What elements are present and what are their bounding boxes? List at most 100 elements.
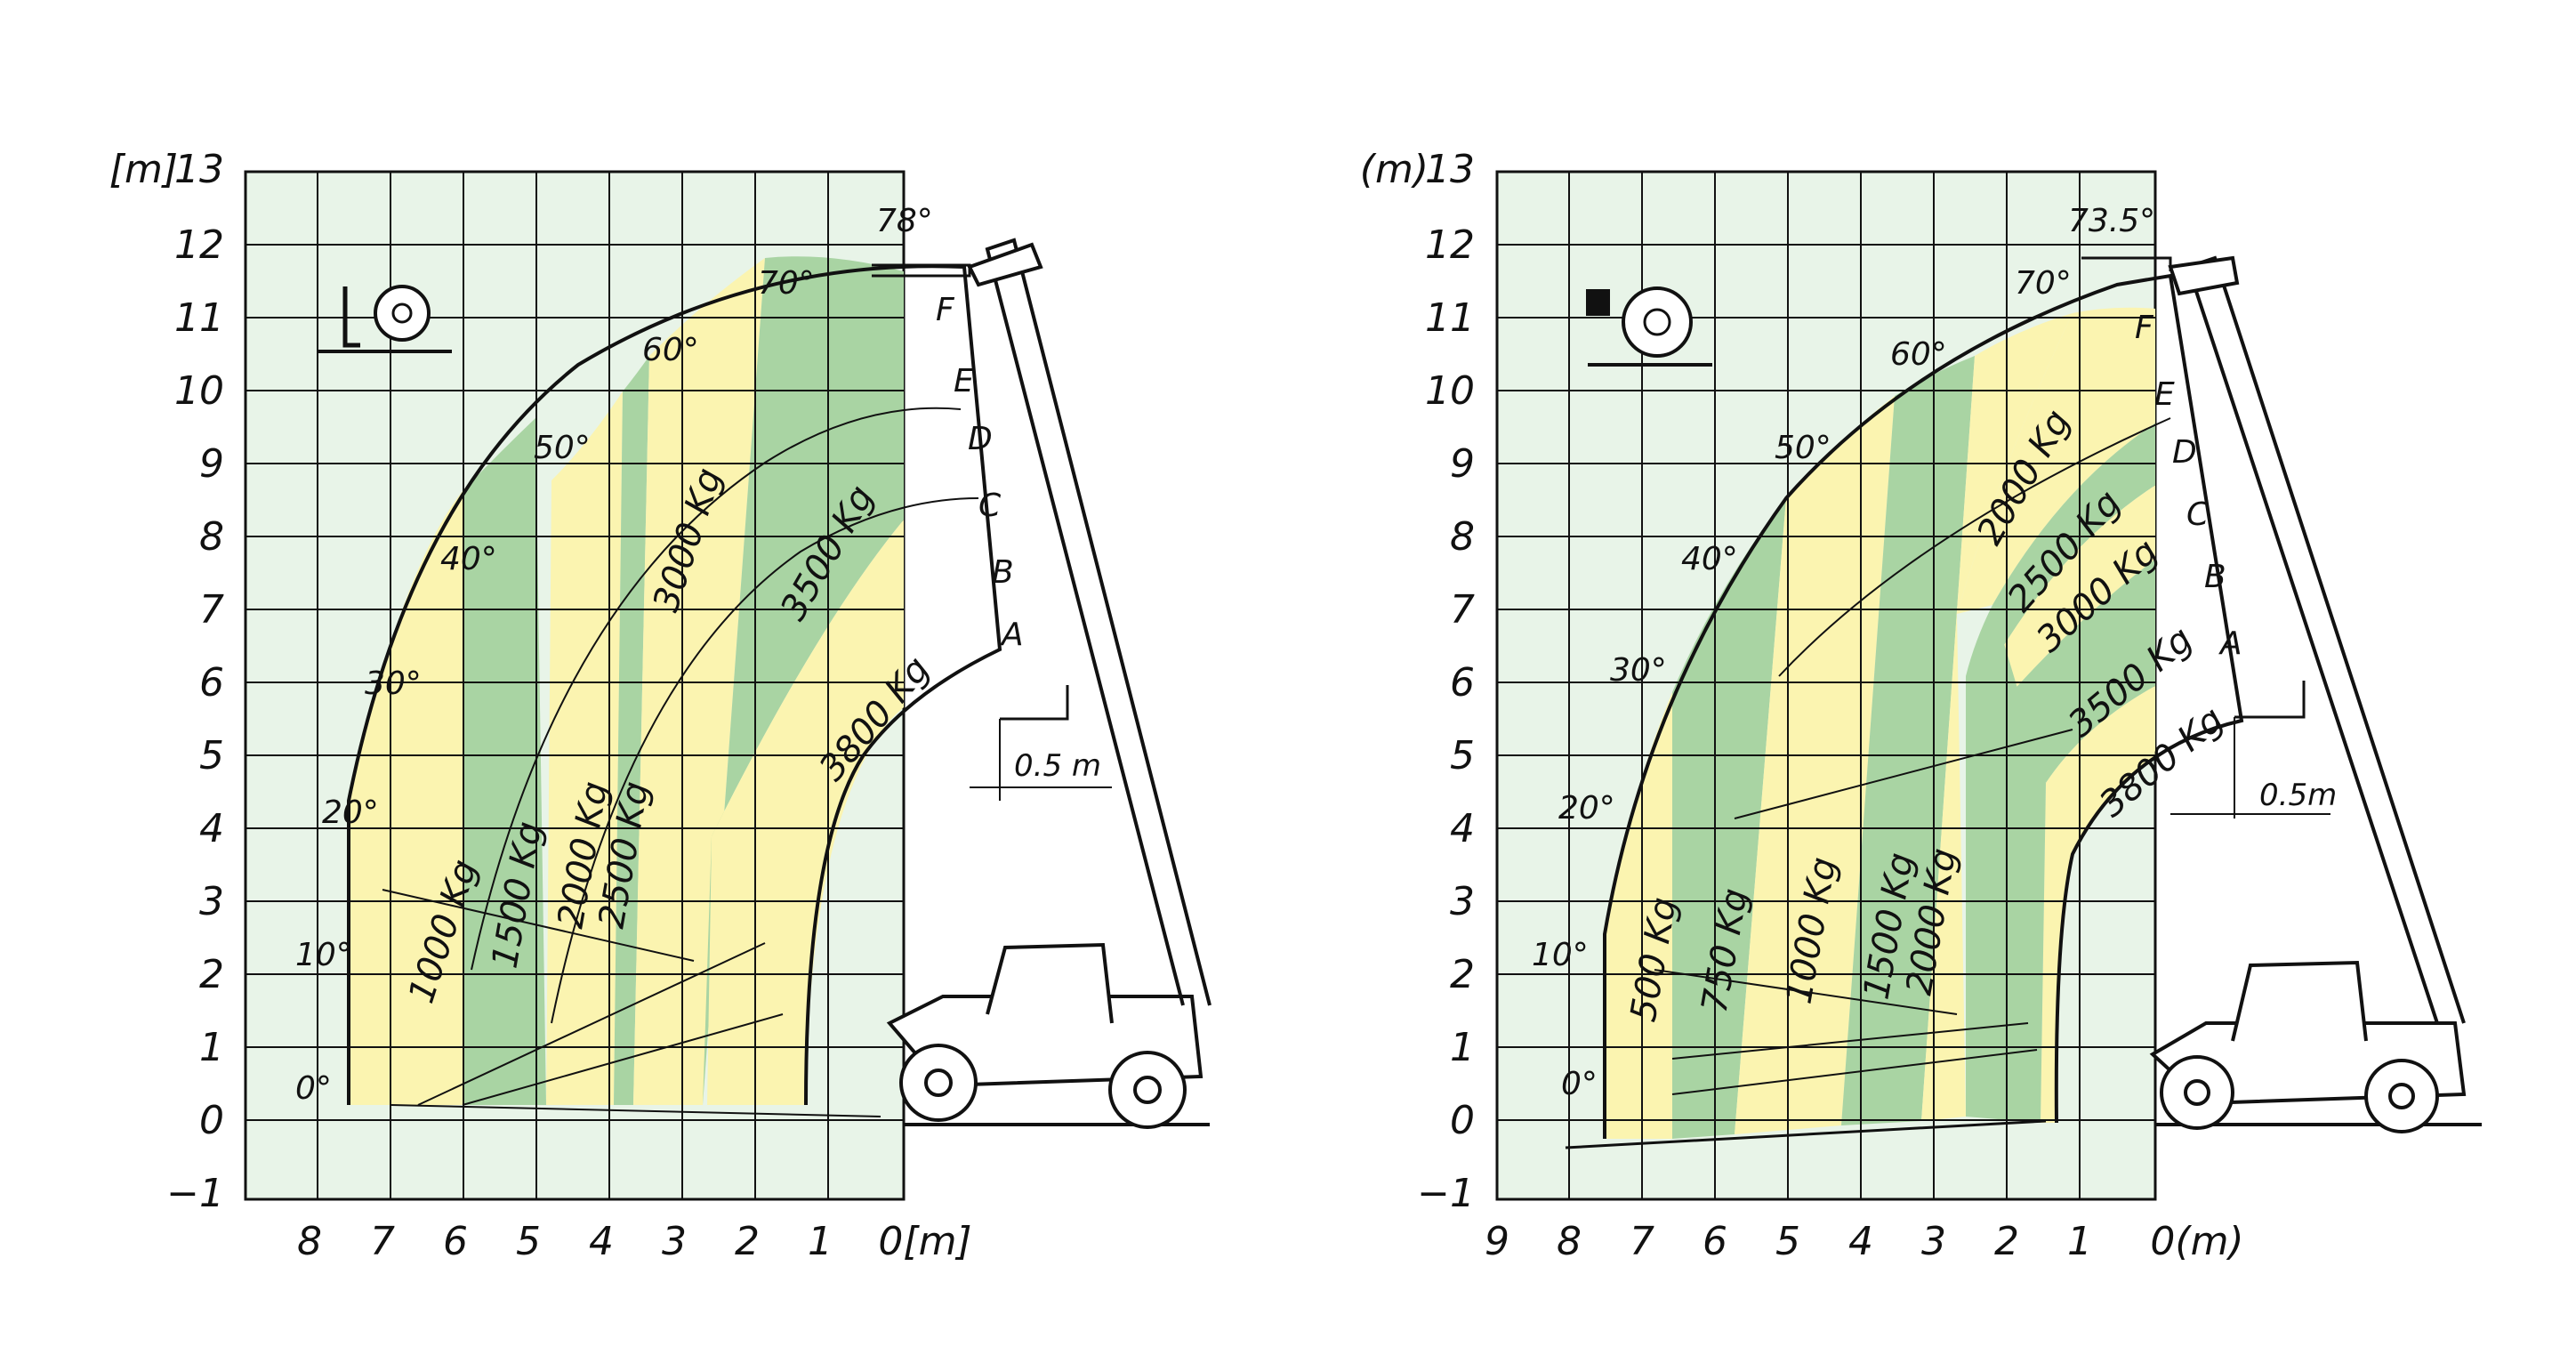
right-chart-y-ticks-4: 9 bbox=[1450, 441, 1475, 487]
left-y-axis-ticks: [m] 13 12 11 10 9 8 7 6 5 4 3 2 1 0 −1 bbox=[109, 147, 224, 1216]
right-zone-750 bbox=[1672, 498, 1786, 1139]
left-chart-extension-labels-0: A bbox=[1000, 617, 1024, 653]
left-envelope bbox=[347, 264, 1002, 1117]
left-chart-y-ticks-12: 1 bbox=[199, 1025, 224, 1070]
left-chart-x-ticks-7: 1 bbox=[808, 1219, 833, 1264]
left-chart-extension-labels-2: C bbox=[978, 488, 1002, 524]
right-y-axis-ticks: (m) 13 12 11 10 9 8 7 6 5 4 3 2 1 0 −1 bbox=[1360, 147, 1475, 1216]
right-chart-x-ticks-2: 7 bbox=[1630, 1219, 1654, 1264]
right-telehandler-drawing bbox=[2081, 255, 2482, 1133]
right-grid-lines bbox=[1497, 172, 2155, 1199]
right-chart-extension-labels-5: F bbox=[2135, 310, 2154, 346]
right-zone-500 bbox=[1605, 692, 1672, 1139]
right-chart-y-ticks-10: 3 bbox=[1450, 879, 1475, 924]
right-angle-labels: 0° 10° 20° 30° 40° 50° 60° 70° 73.5° bbox=[1532, 203, 2155, 1102]
right-chart-angle-labels-4: 40° bbox=[1681, 541, 1738, 577]
right-y-unit: (m) bbox=[1360, 147, 1429, 192]
right-chart-y-ticks-11: 2 bbox=[1450, 952, 1475, 997]
right-x-unit: 0(m) bbox=[2150, 1219, 2243, 1264]
left-chart-angle-labels-5: 50° bbox=[534, 430, 591, 466]
right-chart-extension-labels-1: B bbox=[2204, 559, 2226, 595]
right-chart-angle-labels-8: 73.5° bbox=[2068, 203, 2155, 239]
right-zone-3500 bbox=[2010, 559, 2155, 783]
right-chart-y-ticks-0: 13 bbox=[1425, 147, 1475, 192]
right-chart-y-ticks-2: 11 bbox=[1425, 295, 1475, 341]
right-load-chart: (m) 13 12 11 10 9 8 7 6 5 4 3 2 1 0 −1 9… bbox=[1360, 147, 2482, 1264]
left-chart-y-ticks-11: 2 bbox=[199, 952, 224, 997]
left-chart-y-ticks-1: 12 bbox=[174, 222, 224, 268]
left-chart-y-ticks-8: 5 bbox=[199, 733, 224, 778]
right-chart-y-ticks-12: 1 bbox=[1450, 1025, 1475, 1070]
left-chart-y-ticks-0: 13 bbox=[174, 147, 224, 192]
left-zone-1000 bbox=[349, 491, 466, 1105]
left-load-zones bbox=[349, 256, 904, 1105]
right-zone-1500 bbox=[1841, 356, 1975, 1125]
left-chart-x-ticks-6: 2 bbox=[735, 1219, 760, 1264]
right-chart-x-ticks-6: 3 bbox=[1921, 1219, 1946, 1264]
right-chart-y-ticks-14: −1 bbox=[1417, 1171, 1475, 1216]
left-chart-extension-labels-5: F bbox=[936, 292, 955, 328]
left-extension-labels: A B C D E F bbox=[936, 292, 1024, 653]
left-chart-angle-labels-6: 60° bbox=[642, 332, 699, 368]
right-zone-1000 bbox=[1735, 396, 1895, 1134]
right-chart-x-ticks-7: 2 bbox=[1994, 1219, 2019, 1264]
right-zone-2000a bbox=[1921, 313, 2073, 1121]
left-chart-angle-labels-0: 0° bbox=[295, 1070, 332, 1107]
left-chart-x-ticks-0: 8 bbox=[297, 1219, 322, 1264]
right-chart-angle-labels-2: 20° bbox=[1558, 790, 1615, 827]
left-chart-angle-labels-3: 30° bbox=[365, 665, 422, 702]
left-chart-extension-labels-3: D bbox=[968, 421, 993, 457]
right-chart-x-ticks-0: 9 bbox=[1485, 1219, 1509, 1264]
left-zone-2000 bbox=[546, 391, 623, 1105]
right-chart-angle-labels-1: 10° bbox=[1532, 937, 1589, 973]
left-angle-labels: 0° 10° 20° 30° 40° 50° 60° 70° 78° bbox=[295, 203, 933, 1107]
left-chart-angle-labels-4: 40° bbox=[440, 541, 497, 577]
left-chart-y-ticks-13: 0 bbox=[199, 1098, 224, 1143]
left-chart-y-ticks-14: −1 bbox=[166, 1171, 224, 1216]
right-chart-x-ticks-4: 5 bbox=[1775, 1219, 1800, 1264]
left-zone-1500 bbox=[463, 418, 546, 1105]
left-chart-y-ticks-10: 3 bbox=[199, 879, 224, 924]
right-chart-y-ticks-13: 0 bbox=[1450, 1098, 1475, 1143]
left-load-chart: [m] 13 12 11 10 9 8 7 6 5 4 3 2 1 0 −1 8… bbox=[109, 147, 1212, 1264]
left-x-axis-ticks: 8 7 6 5 4 3 2 1 0[m] bbox=[297, 1219, 972, 1264]
right-zone-3000 bbox=[2001, 485, 2155, 694]
right-chart-angle-labels-0: 0° bbox=[1561, 1066, 1598, 1102]
right-chart-x-ticks-3: 6 bbox=[1703, 1219, 1727, 1264]
right-chart-angle-labels-7: 70° bbox=[2015, 265, 2072, 302]
left-grid-lines bbox=[246, 172, 904, 1199]
right-chart-y-ticks-1: 12 bbox=[1425, 222, 1475, 268]
right-zone-3800 bbox=[2041, 686, 2155, 1123]
right-chart-angle-labels-5: 50° bbox=[1775, 430, 1831, 466]
right-extension-labels: A B C D E F bbox=[2135, 310, 2242, 662]
right-chart-extension-labels-2: C bbox=[2186, 496, 2210, 533]
right-chart-y-ticks-6: 7 bbox=[1450, 587, 1475, 633]
right-chart-x-ticks-5: 4 bbox=[1848, 1219, 1873, 1264]
left-chart-y-ticks-4: 9 bbox=[199, 441, 224, 487]
right-chart-x-ticks-8: 1 bbox=[2067, 1219, 2092, 1264]
right-chart-angle-labels-3: 30° bbox=[1610, 652, 1667, 689]
left-chart-y-ticks-5: 8 bbox=[199, 514, 224, 560]
right-chart-y-ticks-8: 5 bbox=[1450, 733, 1475, 778]
right-chart-y-ticks-7: 6 bbox=[1450, 660, 1475, 706]
left-chart-angle-labels-2: 20° bbox=[322, 794, 379, 831]
left-chart-x-ticks-1: 7 bbox=[370, 1219, 395, 1264]
left-chart-y-ticks-2: 11 bbox=[174, 295, 224, 341]
left-chart-angle-labels-7: 70° bbox=[758, 265, 815, 302]
right-chart-extension-labels-3: D bbox=[2172, 434, 2197, 471]
right-envelope bbox=[1565, 273, 2244, 1149]
left-icon bbox=[318, 285, 452, 353]
right-chart-extension-labels-4: E bbox=[2154, 376, 2175, 413]
left-chart-x-ticks-3: 5 bbox=[516, 1219, 541, 1264]
left-chart-y-ticks-9: 4 bbox=[199, 806, 224, 851]
left-chart-x-ticks-4: 4 bbox=[589, 1219, 614, 1264]
left-chart-y-ticks-6: 7 bbox=[199, 587, 224, 633]
left-chart-angle-labels-8: 78° bbox=[876, 203, 933, 239]
left-zone-3500 bbox=[703, 256, 904, 1105]
tyres-on-ground-icon bbox=[374, 285, 431, 342]
right-chart-y-ticks-5: 8 bbox=[1450, 514, 1475, 560]
left-chart-y-ticks-3: 10 bbox=[174, 368, 224, 414]
left-chart-angle-labels-1: 10° bbox=[295, 937, 352, 973]
right-chart-x-ticks-1: 8 bbox=[1557, 1219, 1582, 1264]
